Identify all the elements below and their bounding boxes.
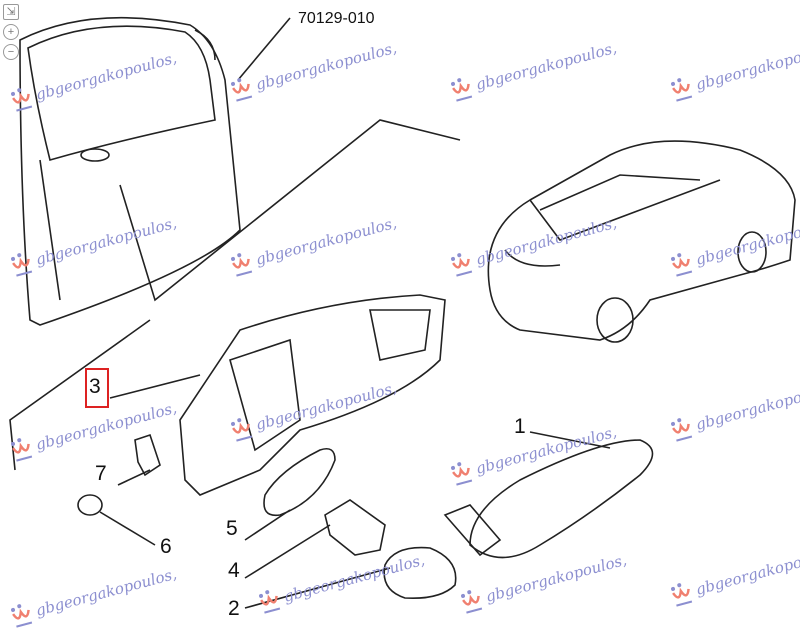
leader-6 — [99, 511, 156, 546]
expand-icon[interactable]: ⇲ — [3, 4, 19, 20]
part-7-clip — [134, 433, 161, 477]
reference-code: 70129-010 — [298, 10, 375, 27]
callout-7[interactable]: 7 — [95, 462, 107, 485]
watermark: gbgeorgakopoulos, — [227, 376, 399, 444]
watermark-logo-icon — [671, 253, 693, 277]
handle-bracket — [179, 294, 446, 496]
watermark-logo-icon — [259, 590, 281, 614]
leader-5 — [244, 509, 291, 541]
watermark: gbgeorgakopoulos, — [667, 211, 800, 279]
callout-1[interactable]: 1 — [514, 415, 526, 438]
watermark-logo-icon — [451, 462, 473, 486]
watermark: gbgeorgakopoulos, — [7, 46, 179, 114]
watermark-logo-icon — [11, 604, 33, 628]
zoom-in-icon[interactable]: + — [3, 24, 19, 40]
car-illustration — [487, 140, 796, 343]
watermark-logo-icon — [231, 253, 253, 277]
watermark: gbgeorgakopoulos, — [227, 36, 399, 104]
watermark-logo-icon — [451, 253, 473, 277]
watermark-logo-icon — [11, 438, 33, 462]
watermark: gbgeorgakopoulos, — [7, 211, 179, 279]
watermark-logo-icon — [671, 78, 693, 102]
watermark: gbgeorgakopoulos, — [447, 420, 619, 488]
watermark: gbgeorgakopoulos, — [7, 396, 179, 464]
leader-70129-010 — [237, 17, 291, 81]
watermark: gbgeorgakopoulos, — [457, 548, 629, 616]
watermark: gbgeorgakopoulos, — [447, 36, 619, 104]
explode-line-2 — [9, 319, 151, 471]
zoom-out-icon[interactable]: − — [3, 44, 19, 60]
watermark: gbgeorgakopoulos, — [667, 36, 800, 104]
callout-6[interactable]: 6 — [160, 535, 172, 558]
part-6-cap — [77, 494, 103, 516]
watermark: gbgeorgakopoulos, — [447, 211, 619, 279]
part-2-cover — [383, 546, 457, 600]
leader-3 — [109, 374, 201, 399]
watermark-logo-icon — [11, 253, 33, 277]
watermark-logo-icon — [461, 590, 483, 614]
door-panel — [19, 16, 241, 326]
watermark: gbgeorgakopoulos, — [667, 376, 800, 444]
watermark: gbgeorgakopoulos, — [667, 541, 800, 609]
part-1-handle — [469, 439, 654, 559]
part-5-gasket — [263, 447, 336, 517]
callout-2[interactable]: 2 — [228, 597, 240, 620]
leader-7 — [117, 469, 151, 486]
callout-4[interactable]: 4 — [228, 559, 240, 582]
watermark-logo-icon — [451, 78, 473, 102]
callout-highlight-box — [85, 368, 109, 408]
leader-1 — [529, 431, 611, 449]
watermark-logo-icon — [11, 88, 33, 112]
watermark-logo-icon — [671, 418, 693, 442]
part-4-lock — [324, 499, 386, 556]
explode-line — [119, 119, 461, 302]
watermark-logo-icon — [671, 583, 693, 607]
callout-5[interactable]: 5 — [226, 517, 238, 540]
callout-3[interactable]: 3 — [89, 375, 101, 398]
watermark-logo-icon — [231, 418, 253, 442]
watermark: gbgeorgakopoulos, — [227, 211, 399, 279]
watermark-logo-icon — [231, 78, 253, 102]
leader-4 — [244, 524, 331, 579]
watermark: gbgeorgakopoulos, — [7, 562, 179, 628]
watermark: gbgeorgakopoulos, — [255, 548, 427, 616]
